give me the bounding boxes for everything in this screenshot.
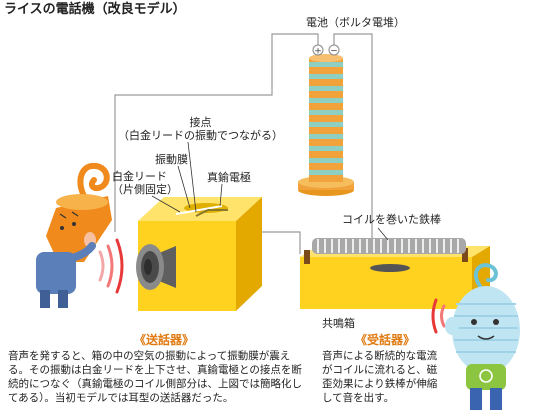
platinum-reed (175, 205, 223, 215)
transmitter-box (138, 197, 262, 311)
voltaic-pile: + − (298, 44, 354, 196)
platinum-reed-label: 白金リード （片側固定） (112, 170, 178, 196)
receiver-heading: 《受話器》 (355, 333, 416, 347)
brass-electrode-label: 真鍮電極 (207, 171, 251, 184)
sound-waves-left (98, 238, 124, 294)
contact-label: 接点 （白金リードの振動でつながる） (118, 116, 283, 142)
battery-label: 電池（ボルタ電堆） (306, 16, 405, 29)
svg-text:+: + (314, 47, 322, 57)
negative-terminal: − (328, 44, 340, 57)
wire-from-negative (333, 33, 373, 248)
brass-electrode (195, 209, 228, 217)
transmitter-heading: 《送話器》 (134, 333, 195, 347)
mouthpiece-horn (136, 244, 176, 290)
svg-text:−: − (330, 47, 338, 57)
diaphragm-label: 振動膜 (155, 153, 188, 166)
transmitter-description: 音声を発すると、箱の中の空気の振動によって振動膜が震える。その振動は白金リードを… (8, 350, 302, 404)
page-title: ライスの電話機（改良モデル） (4, 2, 186, 17)
sound-waves-right (431, 298, 446, 334)
wire-from-positive (114, 33, 319, 232)
leader-lines (151, 141, 389, 241)
speaking-character (36, 162, 112, 308)
coil-wound-iron-rod (312, 238, 466, 254)
receiver-description: 音声による断続的な電流がコイルに流れると、磁歪効果により鉄棒が伸縮して音を出す。 (322, 350, 438, 404)
positive-terminal: + (312, 44, 324, 57)
listening-character (445, 263, 520, 410)
coil-rod-label: コイルを巻いた鉄棒 (342, 213, 441, 226)
sound-box-label: 共鳴箱 (322, 317, 355, 330)
